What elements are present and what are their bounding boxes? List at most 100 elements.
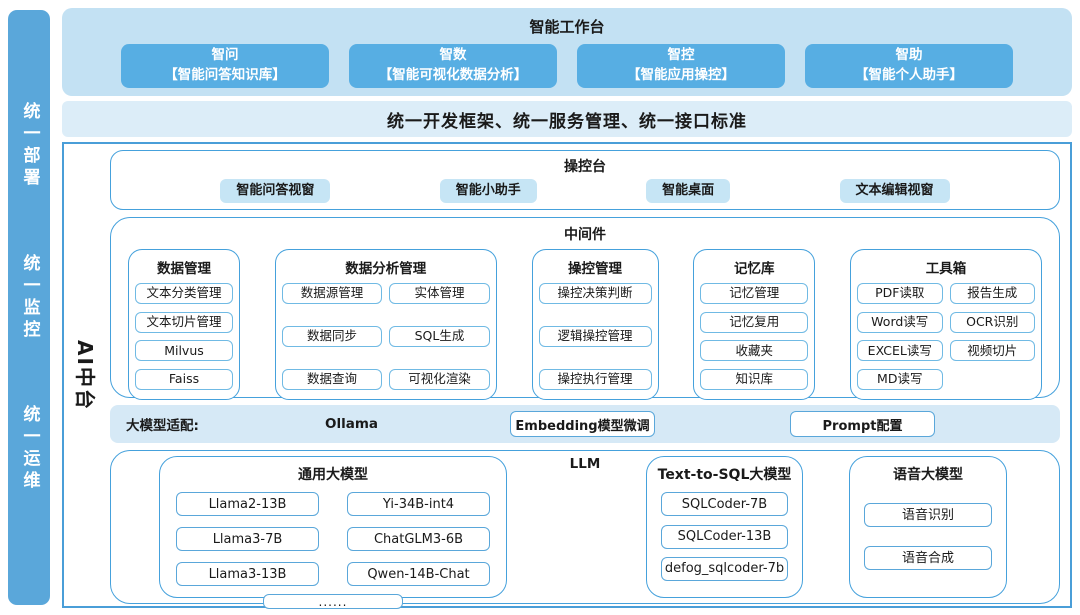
middleware-group-items: 数据源管理实体管理数据同步 SQL生成数据查询可视化渲染 [281,283,490,390]
llm-model-item: Llama3-13B [176,562,319,586]
sidebar-label: 统一监控 [19,253,40,342]
middleware-item: 报告生成 [949,283,1035,304]
llm-model-item: SQLCoder-13B [661,524,788,549]
sidebar-label: 统一运维 [19,405,40,494]
llm-model-item: ChatGLM3-6B [347,527,490,551]
llm-more-item: ...... [263,594,403,609]
llm-group-title: Text-to-SQL大模型 [657,467,792,483]
workbench-app-button: 智控【智能应用操控】 [577,44,785,88]
middleware-item: 知识库 [700,368,809,390]
llm-model-item: SQLCoder-7B [661,492,788,517]
unified-ops-sidebar: 统一部署统一监控统一运维 [8,10,50,605]
middleware-item: MD读写 [857,368,943,390]
adapter-boxed-item: Prompt配置 [790,411,935,437]
llm-model-item: 语音合成 [864,546,992,570]
workbench-app-name: 智助 [895,47,923,64]
adapter-item-ollama: Ollama [325,416,379,432]
middleware-item: 逻辑操控管理 [538,326,652,347]
workbench-apps: 智问【智能问答知识库】智数【智能可视化数据分析】智控【智能应用操控】智助【智能个… [62,44,1072,88]
middleware-group-items: 操控决策判断逻辑操控管理操控执行管理 [538,283,652,390]
middleware-group-items: 记忆管理记忆复用收藏夹知识库 [700,283,809,390]
middleware-item: 收藏夹 [700,340,809,362]
model-adapter-label: 大模型适配: [126,418,199,434]
workbench-app-desc: 【智能问答知识库】 [164,67,286,83]
workbench-app-desc: 【智能应用操控】 [627,67,735,83]
middleware-item: Word读写 [857,311,943,333]
llm-group: Text-to-SQL大模型 SQLCoder-7B SQLCoder-13B def… [646,456,803,598]
llm-model-item: Qwen-14B-Chat [347,562,490,586]
llm-group-title: 通用大模型 [298,467,368,483]
middleware-group: 操控管理操控决策判断逻辑操控管理操控执行管理 [531,249,659,400]
middleware-item: Milvus [135,340,233,362]
middleware-item: SQL生成 [389,326,490,347]
main-column: 智能工作台 智问【智能问答知识库】智数【智能可视化数据分析】智控【智能应用操控】… [62,8,1072,609]
middleware-group-title: 数据管理 [157,261,211,277]
adapter-boxed-item: Embedding模型微调 [510,411,655,437]
console-chip: 智能桌面 [646,179,731,203]
llm-group-items: 语音识别语音合成 [850,484,1006,589]
middleware-item: 文本分类管理 [135,283,233,304]
workbench-app-name: 智控 [667,47,695,64]
workbench-app-desc: 【智能个人助手】 [855,67,963,83]
middleware-group-items: PDF读取报告生成 Word读写 OCR识别 EXCEL读写视频切片 MD读写 [857,283,1035,390]
middleware-group-title: 操控管理 [568,261,622,277]
ai-platform-content: 操控台 智能问答视窗 智能小助手 智能桌面 文本编辑视窗 中间件 数据管理文本分类管理… [110,150,1060,609]
workbench-app-button: 智数【智能可视化数据分析】 [349,44,557,88]
middleware-item: Faiss [135,368,233,390]
middleware-item: 操控决策判断 [538,283,652,304]
middleware-item: 数据同步 [281,326,383,347]
workbench-app-button: 智助【智能个人助手】 [805,44,1013,88]
middleware-item: 可视化渲染 [389,369,490,390]
workbench-app-desc: 【智能可视化数据分析】 [378,67,528,83]
middleware-item: 视频切片 [949,340,1035,362]
console-title: 操控台 [564,159,606,175]
console-chip: 智能小助手 [439,179,537,203]
llm-model-item: 语音识别 [864,503,992,527]
middleware-item: EXCEL读写 [857,340,943,362]
middleware-group-title: 数据分析管理 [345,261,427,277]
ai-platform-box: AI中台 操控台 智能问答视窗 智能小助手 智能桌面 文本编辑视窗 中间件 数据管理文… [62,142,1072,609]
middleware-group-title: 工具箱 [925,261,967,277]
middleware-item: 实体管理 [389,283,490,304]
middleware-item: 数据源管理 [281,283,383,304]
middleware-item: 记忆复用 [700,311,809,333]
middleware-item: 记忆管理 [700,283,809,304]
llm-group-items: SQLCoder-7B SQLCoder-13B defog_sqlcoder-7b [647,484,802,589]
middleware-title: 中间件 [564,227,606,243]
middleware-group: 工具箱 PDF读取报告生成 Word读写 OCR识别 EXCEL读写视频切片 MD读写 [850,249,1042,400]
console-chip: 文本编辑视窗 [839,179,950,203]
middleware-item: OCR识别 [949,311,1035,333]
ai-platform-label-wrap: AI中台 [64,144,108,606]
middleware-group-title: 记忆库 [734,261,775,277]
llm-model-item: defog_sqlcoder-7b [661,556,788,581]
llm-model-item: Yi-34B-int4 [347,492,490,516]
llm-model-item: Llama3-7B [176,527,319,551]
middleware-item: PDF读取 [857,283,943,304]
workbench-title: 智能工作台 [529,18,605,36]
llm-model-item: Llama2-13B [176,492,319,516]
workbench-panel: 智能工作台 智问【智能问答知识库】智数【智能可视化数据分析】智控【智能应用操控】… [62,8,1072,96]
console-chip: 智能问答视窗 [220,179,331,203]
workbench-app-name: 智问 [211,47,239,64]
console-panel: 操控台 智能问答视窗 智能小助手 智能桌面 文本编辑视窗 [110,150,1060,210]
middleware-item: 数据查询 [281,369,383,390]
middleware-item: 操控执行管理 [538,369,652,390]
llm-title: LLM [569,456,601,472]
workbench-app-button: 智问【智能问答知识库】 [121,44,329,88]
middleware-group: 记忆库记忆管理记忆复用收藏夹知识库 [693,249,816,400]
middleware-item: 文本切片管理 [135,311,233,333]
model-adapter-bar: 大模型适配: Ollama Embedding模型微调 Prompt配置 [110,405,1060,443]
unified-standards-bar: 统一开发框架、统一服务管理、统一接口标准 [62,101,1072,137]
middleware-group: 数据分析管理数据源管理实体管理数据同步 SQL生成数据查询可视化渲染 [274,249,497,400]
console-items: 智能问答视窗 智能小助手 智能桌面 文本编辑视窗 [111,179,1059,203]
workbench-app-name: 智数 [439,47,467,64]
llm-group-title: 语音大模型 [893,467,963,483]
